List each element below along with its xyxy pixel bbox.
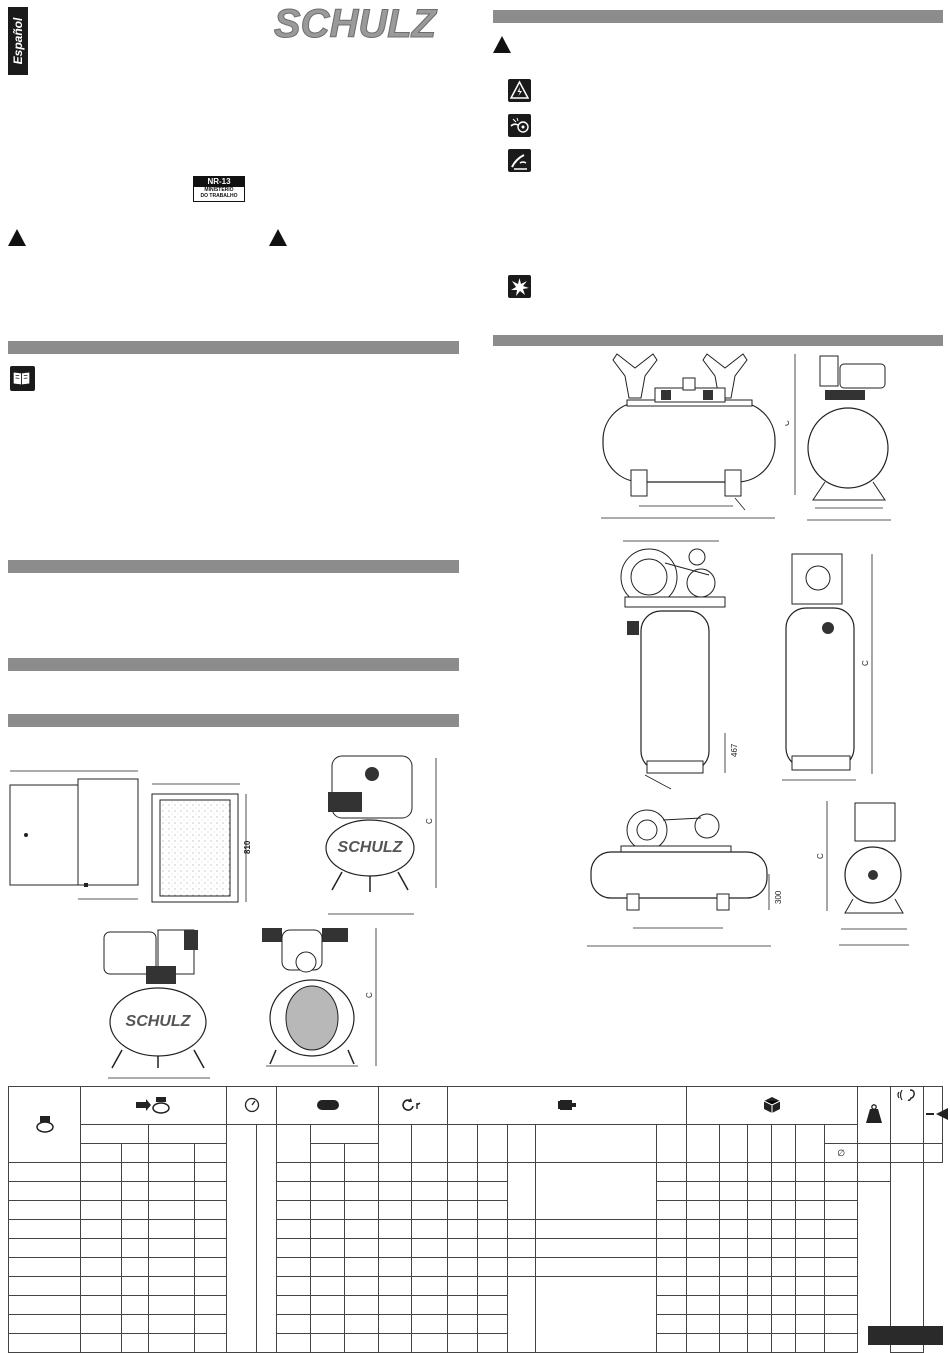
header-air-flow	[80, 1086, 227, 1125]
weight-icon	[866, 1104, 883, 1123]
motor-icon	[558, 1099, 577, 1110]
nr13-title: NR-13	[194, 177, 244, 187]
twin-head-compressor-figure: C	[262, 928, 377, 1067]
warning-triangle-icon	[493, 36, 511, 53]
hand-crush-icon	[508, 149, 531, 172]
header-weight	[857, 1086, 892, 1144]
schulz-logo: SCHULZ	[250, 2, 460, 47]
pressure-gauge-icon	[244, 1097, 259, 1112]
brand-text: SCHULZ	[274, 3, 438, 45]
noise-icon	[897, 1089, 915, 1101]
language-tab: Español	[8, 7, 28, 75]
header-noise	[890, 1086, 925, 1144]
compressor-icon	[35, 1115, 54, 1133]
electric-hazard-icon	[508, 79, 531, 102]
section-bar	[8, 560, 459, 573]
header-model	[8, 1086, 81, 1163]
section-bar	[493, 335, 943, 346]
spray-icon	[926, 1108, 949, 1120]
header-spray	[923, 1086, 949, 1144]
air-flow-icon	[135, 1096, 170, 1114]
section-bar	[8, 341, 459, 354]
nr13-badge: NR-13 MINISTÉRIO DO TRABALHO	[193, 176, 245, 202]
manual-book-icon	[10, 366, 35, 391]
section-bar	[493, 10, 943, 23]
header-dimensions	[686, 1086, 859, 1125]
cabinet-open-figure: 810	[151, 783, 252, 903]
dimension-c-label: C	[861, 660, 870, 666]
single-head-compressor-figure: SCHULZ	[103, 929, 210, 1079]
hot-surface-icon	[508, 114, 531, 137]
tank-brand-text: SCHULZ	[126, 1013, 192, 1030]
diameter-symbol: ∅	[824, 1143, 859, 1163]
dimension-c-label: C	[785, 420, 791, 426]
horizontal-belt-side-figure: C	[816, 801, 909, 946]
tank-brand-text: SCHULZ	[338, 839, 404, 856]
specification-table: ∅	[8, 1086, 949, 1353]
warning-triangle-icon	[269, 229, 287, 246]
dimension-467-label: 467	[730, 743, 739, 757]
covered-compressor-figure: SCHULZ C	[325, 755, 437, 915]
nr13-line1: MINISTÉRIO	[204, 187, 234, 193]
horizontal-twin-compressor-figure	[601, 353, 776, 519]
box-icon	[763, 1096, 781, 1113]
section-bar	[8, 714, 459, 727]
dimension-300-label: 300	[774, 890, 783, 904]
dimension-810-label: 810	[243, 840, 252, 854]
horizontal-twin-side-figure: C	[785, 354, 891, 521]
nr13-line2: DO TRABALHO	[200, 193, 238, 199]
tank-icon	[316, 1099, 339, 1110]
vertical-side-figure: C	[782, 553, 873, 781]
rotation-icon	[402, 1097, 421, 1111]
warning-triangle-icon	[8, 229, 26, 246]
header-pressure	[226, 1086, 277, 1125]
header-rotation	[378, 1086, 449, 1125]
dimension-c-label: C	[816, 853, 825, 859]
cabinet-front-figure	[9, 770, 139, 900]
header-tank	[275, 1086, 380, 1125]
section-bar	[8, 658, 459, 671]
vertical-belt-compressor-figure: 467	[620, 540, 739, 790]
dimension-c-label: C	[425, 818, 434, 824]
header-motor	[447, 1086, 688, 1125]
horizontal-belt-compressor-figure: 300	[587, 809, 783, 947]
explosion-icon	[508, 275, 531, 298]
language-label: Español	[11, 17, 25, 65]
page-tab	[868, 1326, 943, 1345]
dimension-c-label: C	[365, 992, 374, 998]
